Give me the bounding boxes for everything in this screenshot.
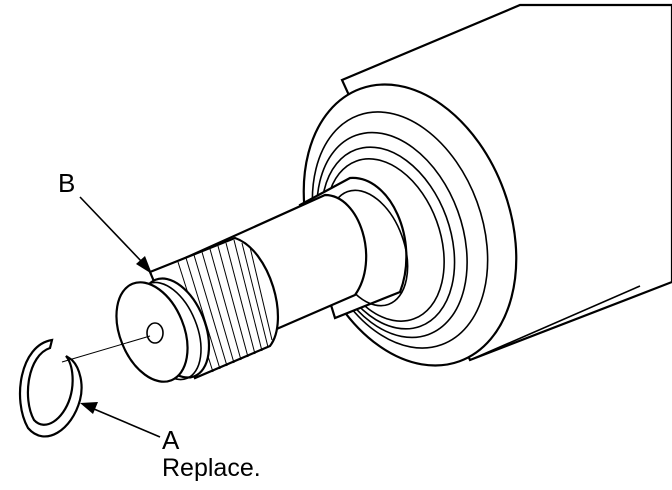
callout-a-label: A bbox=[162, 425, 180, 455]
axis-line bbox=[61, 335, 151, 363]
leader-a bbox=[80, 402, 161, 438]
center-hole bbox=[146, 322, 164, 344]
snap-ring bbox=[18, 338, 83, 438]
callout-b-label: B bbox=[58, 168, 76, 198]
callout-a-note: Replace. bbox=[162, 454, 261, 482]
leader-b bbox=[79, 196, 152, 274]
